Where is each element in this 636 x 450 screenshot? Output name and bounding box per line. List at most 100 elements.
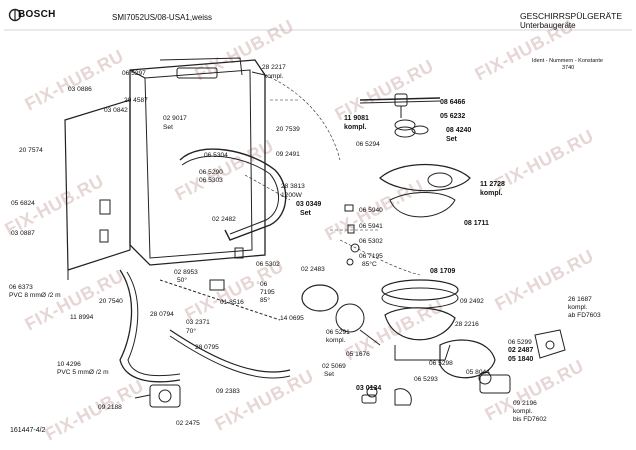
side-panel <box>64 99 131 271</box>
part-label: 05 1676 <box>346 351 370 358</box>
part-label: 28 2217 <box>262 64 286 71</box>
part-label: 09 2196 <box>513 400 537 407</box>
part-label: 06 5302 <box>359 238 383 245</box>
part-label: 28 0794 <box>150 311 174 318</box>
part-label: 09 2491 <box>276 151 300 158</box>
model-number: SMI7052US/08-USA1,weiss <box>112 13 213 22</box>
part-label: 11 2728 <box>480 181 505 188</box>
part-label: 05 6824 <box>11 200 35 207</box>
part-label: kompl. <box>480 190 503 197</box>
category-title: GESCHIRRSPÜLGERÄTE <box>520 11 623 21</box>
part-label: 06 5294 <box>356 141 380 148</box>
part-label: 11 9081 <box>344 115 369 122</box>
part-label: 70° <box>186 328 196 335</box>
part-label: 20 7574 <box>19 147 43 154</box>
sump <box>384 307 456 341</box>
part-label: 28 3813 <box>281 183 305 190</box>
part-label: 05 8044 <box>466 369 490 376</box>
part-label: 20 7540 <box>99 298 123 305</box>
part-label: 06 6373 <box>9 284 33 291</box>
part-label: 06 5299 <box>508 339 532 346</box>
part-label: 02 5069 <box>322 363 346 370</box>
part-label: 06 5303 <box>199 177 223 184</box>
part-label: 10 4296 <box>57 361 81 368</box>
heater-element <box>179 148 287 241</box>
inlet-valve <box>149 384 181 408</box>
part-label: 02 2475 <box>176 420 200 427</box>
brand-logo: BOSCH <box>18 9 56 20</box>
part-label: 20 7539 <box>276 126 300 133</box>
part-label: ab FD7603 <box>568 312 601 319</box>
part-label: kompl. <box>344 124 367 131</box>
spray-arm <box>359 97 441 101</box>
part-label: kompl. <box>513 408 533 415</box>
part-label: Set <box>300 210 311 217</box>
part-label: 05 1840 <box>508 356 534 363</box>
part-label: PVC 5 mmØ /2 m <box>57 369 109 376</box>
part-label: 28 0795 <box>195 344 219 351</box>
part-label: 06 <box>260 281 268 288</box>
part-label: kompl. <box>326 337 346 344</box>
category-subtitle: Unterbaugeräte <box>520 21 576 30</box>
sensor-component <box>534 329 566 359</box>
part-label: 85°C <box>362 261 377 268</box>
part-label: 08 1709 <box>430 268 456 275</box>
part-label: 02 2482 <box>212 216 236 223</box>
drain-hose <box>119 269 181 383</box>
part-label: 05 6232 <box>440 113 466 120</box>
part-label: 09 2492 <box>460 298 484 305</box>
part-label: 20 4587 <box>124 97 148 104</box>
part-label: 08 1711 <box>464 220 489 227</box>
part-label: Set <box>324 371 334 378</box>
part-label: 03 2371 <box>186 319 210 326</box>
part-label: 06 5291 <box>326 329 350 336</box>
part-label: 06 5302 <box>256 261 280 268</box>
part-label: kompl. <box>568 304 588 311</box>
part-label: 09 2188 <box>98 404 122 411</box>
part-label: kompl. <box>264 73 284 80</box>
part-label: 06 5940 <box>359 207 383 214</box>
ident-label: Ident - Nummern - Konstante <box>532 58 603 64</box>
part-label: 26 1687 <box>568 296 592 303</box>
part-label: 06 7195 <box>359 253 383 260</box>
part-label: 14 0695 <box>280 315 304 322</box>
part-label: 50° <box>177 277 187 284</box>
part-label: 03 0887 <box>11 230 35 237</box>
part-label: 02 2487 <box>508 347 534 354</box>
part-label: Set <box>446 136 457 143</box>
circulation-tube <box>381 279 459 301</box>
part-label: 03 0842 <box>104 107 128 114</box>
part-label: PVC 8 mmØ /2 m <box>9 292 61 299</box>
part-label: 08 6466 <box>440 99 466 106</box>
part-label: 03 0886 <box>68 86 92 93</box>
part-label: 06 5297 <box>122 70 146 77</box>
drawing-number: 161447-4/2 <box>10 427 46 434</box>
part-label: 03 0349 <box>296 201 322 208</box>
part-label: Set <box>163 124 173 131</box>
part-label: 85° <box>260 297 270 304</box>
drain-pump <box>439 339 496 379</box>
pump-motor <box>301 284 339 312</box>
part-label: 08 4240 <box>446 127 472 134</box>
part-label: 02 8953 <box>174 269 198 276</box>
part-label: 28 2216 <box>455 321 479 328</box>
part-label: 06 5290 <box>199 169 223 176</box>
part-label: 02 9017 <box>163 115 187 122</box>
ident-value: 3740 <box>562 65 575 71</box>
filter-unit <box>379 164 471 192</box>
part-label: bis FD7602 <box>513 416 547 423</box>
part-label: 06 5941 <box>359 223 383 230</box>
part-label: 06 5293 <box>414 376 438 383</box>
bosch-logo-icon <box>8 8 22 22</box>
part-label: 06 5298 <box>429 360 453 367</box>
part-label: 1200W <box>281 192 302 199</box>
part-label: 09 2383 <box>216 388 240 395</box>
part-label: 03 0134 <box>356 385 382 392</box>
part-label: 11 8994 <box>70 314 94 321</box>
part-label: 06 5304 <box>204 152 228 159</box>
part-label: 02 2483 <box>301 266 325 273</box>
part-label: 01 8516 <box>220 299 244 306</box>
part-label: 7195 <box>260 289 275 296</box>
